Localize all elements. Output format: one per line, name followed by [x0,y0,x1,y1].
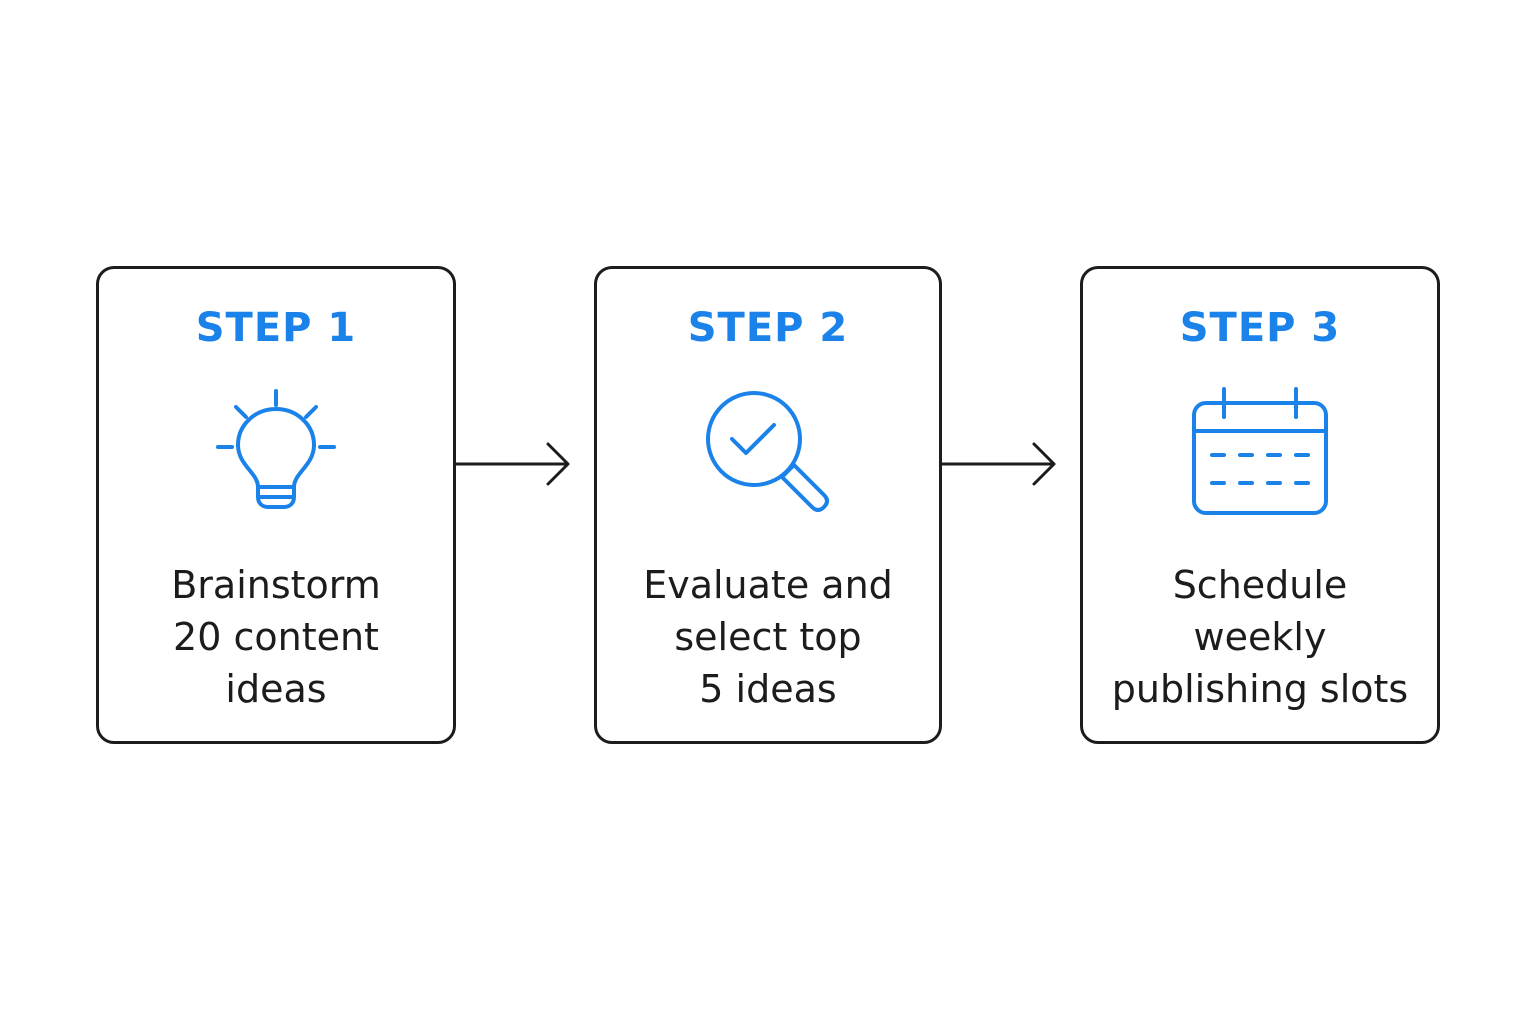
step-description: Schedule weekly publishing slots [1111,563,1409,711]
calendar-icon [1190,385,1330,525]
arrow-right-icon [942,440,1058,488]
arrow-right-icon [456,440,572,488]
step-label: STEP 2 [687,305,849,351]
step-label: STEP 3 [1179,305,1341,351]
step-card-3: STEP 3 Schedule weekly publishing slots [1080,266,1440,744]
magnifier-check-icon [698,385,838,525]
step-description: Brainstorm 20 content ideas [171,563,381,711]
step-label: STEP 1 [195,305,357,351]
lightbulb-icon [206,385,346,525]
step-description: Evaluate and select top 5 ideas [643,563,893,711]
step-card-2: STEP 2 Evaluate and select top 5 ideas [594,266,942,744]
step-card-1: STEP 1 Brainstorm 20 content ideas [96,266,456,744]
